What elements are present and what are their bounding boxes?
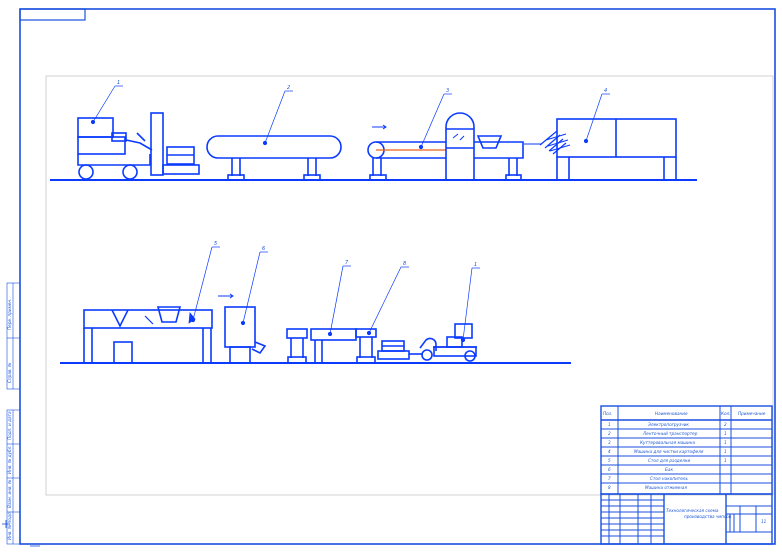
callout-1-top: 1 <box>90 80 123 125</box>
equipment-4-peeling-machine <box>524 118 677 180</box>
side-stamp-label: Подп. и дата <box>7 411 12 440</box>
callout-label: 5 <box>214 241 217 247</box>
spec-row-name: Куттеровальная машина <box>640 440 695 445</box>
callout-2-top: 2 <box>262 85 293 146</box>
spec-row-name: Ленточный транспортер <box>642 431 698 436</box>
spec-row-qty: 1 <box>724 431 727 436</box>
equipment-1-electric-loader-bottom <box>377 323 477 362</box>
drawing-title-text: Технологическая схема <box>666 508 719 513</box>
callout-label: 6 <box>262 246 265 252</box>
callout-label: 1 <box>474 262 477 268</box>
side-stamp-label: Перв. примен. <box>7 299 12 330</box>
equipment-5-cutting-table <box>83 306 213 364</box>
spec-row-name: Машина отжимная <box>645 485 687 490</box>
spec-row-name: Электропогрузчик <box>647 422 689 427</box>
spec-row-pos: 6 <box>608 467 611 472</box>
equipment-8-squeeze-machine <box>355 328 377 364</box>
callout-label: 1 <box>117 80 120 86</box>
sheet-number: 11 <box>761 519 767 524</box>
spec-row-qty: 1 <box>724 449 727 454</box>
callout-5-bottom: 5 <box>190 241 220 323</box>
specification-table <box>600 405 773 495</box>
spec-header-pos: Поз. <box>603 411 612 416</box>
spec-row-qty: 1 <box>724 440 727 445</box>
callout-label: 2 <box>287 85 290 91</box>
spec-row-pos: 2 <box>608 431 611 436</box>
callout-label: 3 <box>446 88 449 94</box>
equipment-3-cutter-machine <box>367 112 524 181</box>
equipment-7-accumulator-table <box>286 328 357 364</box>
spec-row-pos: 3 <box>608 440 611 445</box>
spec-header-qty: Кол. <box>721 411 731 416</box>
drawing-area <box>45 75 774 496</box>
callout-8-bottom: 8 <box>366 261 409 336</box>
spec-row-name: Стол накопитель <box>650 476 688 481</box>
spec-row-name: Стол для разделки <box>648 458 690 463</box>
callout-label: 4 <box>604 88 607 94</box>
equipment-2-belt-conveyor <box>206 135 342 181</box>
callout-3-top: 3 <box>418 88 452 150</box>
spec-row-qty: 2 <box>724 422 727 427</box>
spec-row-pos: 4 <box>608 449 611 454</box>
sheet-frame <box>19 8 776 545</box>
callout-label: 7 <box>345 260 349 266</box>
callout-label: 8 <box>403 261 406 267</box>
specification-table-text: Поз. Наименование Кол. Примечание 1 Элек… <box>603 411 766 490</box>
callout-7-bottom: 7 <box>327 260 351 337</box>
drawing-title-text-line2: производства чипсов <box>684 514 732 519</box>
spec-header-note: Примечание <box>738 411 766 416</box>
side-stamp-labels: Перв. примен. Справ. № Подп. и дата Инв.… <box>7 299 12 540</box>
callout-4-top: 4 <box>583 88 610 144</box>
side-stamp-label: Инв. № дубл. <box>7 445 12 474</box>
callout-6-bottom: 6 <box>240 246 268 326</box>
corner-mark <box>2 520 40 547</box>
spec-row-pos: 1 <box>608 422 611 427</box>
side-stamp <box>6 282 21 545</box>
spec-row-pos: 5 <box>608 458 611 463</box>
title-block <box>600 493 773 545</box>
callout-1-bottom: 1 <box>460 262 480 343</box>
spec-row-pos: 8 <box>608 485 611 490</box>
equipment-1-electric-loader <box>77 112 200 180</box>
side-stamp-label: Взам. инв. № <box>7 479 12 508</box>
spec-row-pos: 7 <box>608 476 611 481</box>
spec-row-qty: 1 <box>724 458 727 463</box>
spec-header-name: Наименование <box>655 411 688 416</box>
spec-row-name: Машина для чистки картофеля <box>634 449 704 454</box>
side-stamp-label: Инв. № подл. <box>7 511 12 540</box>
side-stamp-label: Справ. № <box>7 362 12 383</box>
spec-row-name: Бак <box>665 467 673 472</box>
equipment-6-tank <box>218 293 267 364</box>
